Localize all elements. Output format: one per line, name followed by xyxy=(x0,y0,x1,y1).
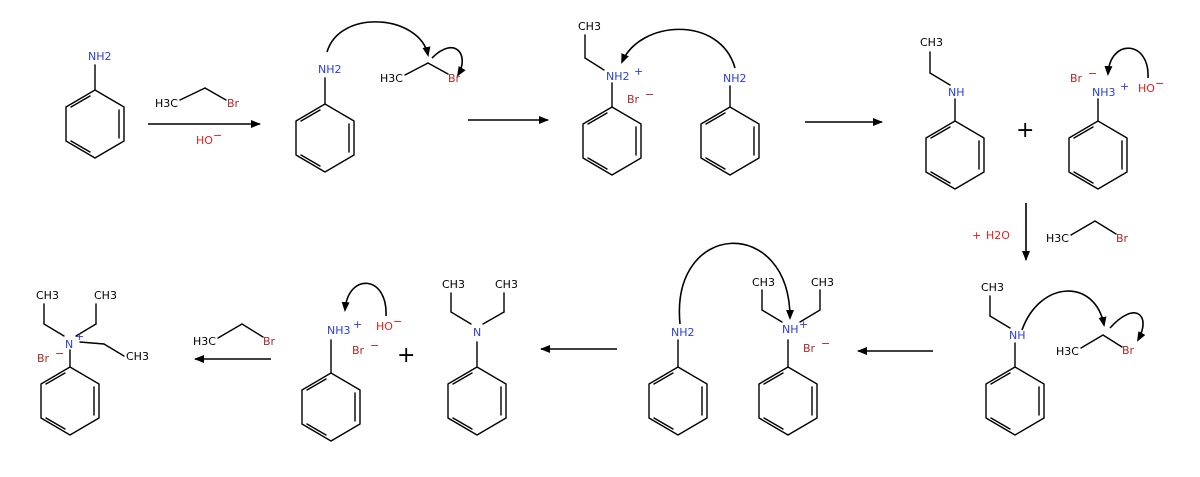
curly-arrow-hydroxide xyxy=(1104,47,1149,79)
methyl-label: H3C xyxy=(1056,345,1079,358)
n-ethylaniline-attack: CH3 NH xyxy=(981,281,1045,436)
charge-plus: + xyxy=(353,318,362,331)
curly-arrow-deprotonation xyxy=(621,28,736,69)
ammonium-label: NH xyxy=(782,323,799,336)
charge-minus: − xyxy=(370,339,379,352)
methyl-label: CH3 xyxy=(811,276,834,289)
hydroxide-reagent-1: HO − xyxy=(196,129,222,147)
plus-sign: + xyxy=(397,343,415,368)
aniline-attack: NH2 xyxy=(295,63,355,173)
amine-label: NH2 xyxy=(723,72,747,85)
bromide-label: Br xyxy=(352,344,365,357)
charge-plus: + xyxy=(1120,80,1129,93)
charge-minus: − xyxy=(393,315,402,328)
amine-label: NH2 xyxy=(88,50,112,63)
amine-label: NH2 xyxy=(671,326,695,339)
charge-minus: − xyxy=(55,347,64,360)
curly-arrow-nucleophilic-attack xyxy=(1021,290,1107,331)
ammonium-label: NH2 xyxy=(606,70,630,83)
water-label: H2O xyxy=(986,229,1010,242)
amine-label: N xyxy=(473,326,481,339)
amine-label: NH xyxy=(1009,329,1026,342)
hydroxide-label: HO xyxy=(376,320,393,333)
hydroxide-label: HO xyxy=(196,134,213,147)
n-ethylaniline: CH3 NH xyxy=(920,36,985,190)
bromine-label: Br xyxy=(263,335,276,348)
bromoethane-substrate-1: H3C Br xyxy=(380,62,461,85)
reagent-bromoethane-1: H3C Br xyxy=(155,87,240,110)
water-product: + H2O xyxy=(972,229,1010,242)
hydroxide-label: HO xyxy=(1138,82,1155,95)
ammonium-label: NH3 xyxy=(327,324,351,337)
methyl-label: H3C xyxy=(193,335,216,348)
methyl-label: CH3 xyxy=(578,20,601,33)
curly-arrow-deprotonation xyxy=(678,242,794,325)
aniline-base-2: NH2 xyxy=(648,326,708,436)
charge-minus: − xyxy=(1155,77,1164,90)
anilinium-bromide: NH3 + Br − HO − xyxy=(1068,67,1164,190)
charge-plus: + xyxy=(799,318,808,331)
diethylanilinium-ion: CH3 CH3 NH + Br − xyxy=(752,276,834,436)
methyl-label: CH3 xyxy=(752,276,775,289)
methyl-label: CH3 xyxy=(442,278,465,291)
quaternary-ammonium-salt: CH3 CH3 CH3 N + Br − xyxy=(36,289,149,436)
methyl-label: H3C xyxy=(1046,232,1069,245)
reagent-bromoethane-2: H3C Br xyxy=(1046,220,1129,245)
bromine-label: Br xyxy=(1116,232,1129,245)
methyl-label: CH3 xyxy=(36,289,59,302)
methyl-label: CH3 xyxy=(495,278,518,291)
anilinium-bromide-2: NH3 + Br − HO − xyxy=(301,315,402,442)
aniline-start: NH2 xyxy=(65,50,125,159)
charge-minus: − xyxy=(213,129,222,142)
amine-label: NH2 xyxy=(318,63,342,76)
bromide-label: Br xyxy=(37,352,50,365)
charge-minus: − xyxy=(821,337,830,350)
ammonium-label: NH3 xyxy=(1092,86,1116,99)
methyl-label: CH3 xyxy=(126,350,149,363)
methyl-label: CH3 xyxy=(94,289,117,302)
bromoethane-substrate-2: H3C Br xyxy=(1056,334,1135,358)
ammonium-label: N xyxy=(65,338,73,351)
methyl-label: H3C xyxy=(155,97,178,110)
bromine-label: Br xyxy=(1122,344,1135,357)
curly-arrow-leaving-group xyxy=(431,46,466,77)
bromine-label: Br xyxy=(227,97,240,110)
reagent-bromoethane-3: H3C Br xyxy=(193,323,276,348)
charge-minus: − xyxy=(1088,67,1097,80)
n-n-diethylaniline: CH3 CH3 N xyxy=(442,278,518,436)
plus-sign: + xyxy=(972,229,981,242)
plus-sign: + xyxy=(1016,118,1034,143)
curly-arrow-nucleophilic-attack xyxy=(326,21,431,57)
curly-arrow-leaving-group xyxy=(1109,312,1146,342)
bromide-label: Br xyxy=(1070,72,1083,85)
charge-plus: + xyxy=(75,330,84,343)
methyl-label: H3C xyxy=(380,72,403,85)
bromide-label: Br xyxy=(803,342,816,355)
bromide-label: Br xyxy=(627,93,640,106)
curly-arrow-hydroxide xyxy=(341,282,387,317)
methyl-label: CH3 xyxy=(920,36,943,49)
methyl-label: CH3 xyxy=(981,281,1004,294)
amine-label: NH xyxy=(948,86,965,99)
charge-minus: − xyxy=(645,88,654,101)
charge-plus: + xyxy=(634,65,643,78)
aniline-base: NH2 xyxy=(700,72,760,176)
ethylanilinium-ion: CH3 NH2 + Br − xyxy=(578,20,654,176)
